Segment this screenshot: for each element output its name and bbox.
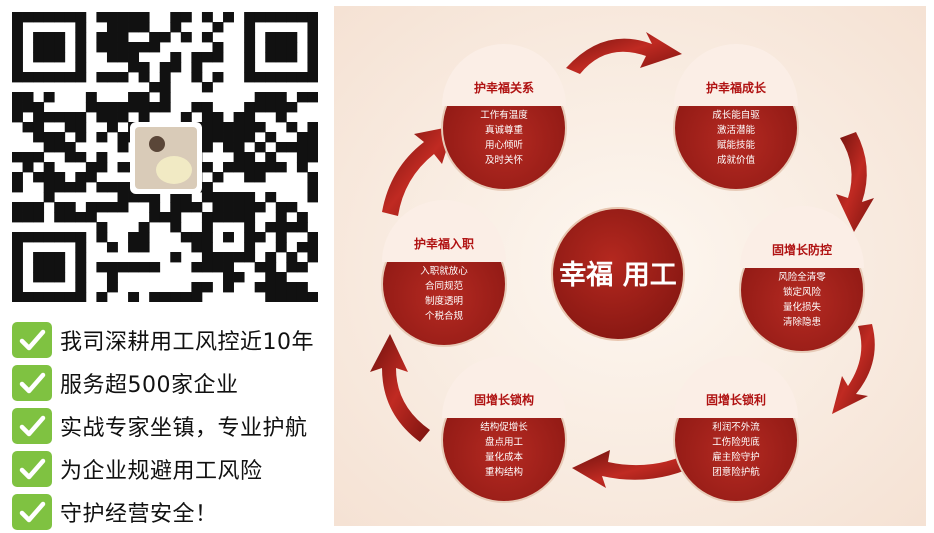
- checklist-text: 守护经营安全！: [60, 501, 218, 527]
- node-line: 雇主险守护: [712, 451, 760, 463]
- node-line: 真诚尊重: [485, 124, 524, 136]
- checklist-text: 实战专家坐镇，专业护航: [60, 415, 308, 441]
- checklist-item: 为企业规避用工风险: [12, 447, 330, 490]
- happy-employment-cycle-diagram: 幸福 用工 护幸福关系 工作有温度 真诚尊重 用心倾听 及时关怀 护幸福成长 成…: [334, 6, 926, 526]
- node-title: 护幸福入职: [414, 236, 474, 251]
- checklist-text: 我司深耕用工风控近10年: [60, 329, 314, 355]
- node-title: 护幸福关系: [474, 80, 534, 95]
- check-icon: [12, 493, 52, 530]
- check-icon: [12, 450, 52, 487]
- center-node: 幸福 用工: [551, 207, 685, 341]
- checklist-text: 为企业规避用工风险: [60, 458, 263, 484]
- node-line: 盘点用工: [485, 436, 524, 448]
- center-title: 幸福 用工: [559, 260, 676, 291]
- node-hu-xingfu-chengzhang: 护幸福成长 成长能自驱 激活潜能 赋能技能 成就价值: [673, 44, 799, 191]
- arrow-icon: [370, 334, 430, 442]
- node-line: 重构结构: [485, 466, 523, 478]
- node-title: 固增长锁构: [474, 392, 534, 407]
- node-title: 护幸福成长: [706, 80, 767, 95]
- cycle-arrows: [370, 32, 875, 488]
- node-line: 合同规范: [425, 280, 464, 292]
- checklist-item: 实战专家坐镇，专业护航: [12, 404, 330, 447]
- node-line: 入职就放心: [420, 265, 468, 277]
- check-icon: [12, 321, 52, 358]
- node-line: 制度透明: [425, 295, 463, 307]
- node-line: 用心倾听: [485, 139, 524, 151]
- checklist-item: 守护经营安全！: [12, 490, 330, 533]
- feature-checklist: 我司深耕用工风控近10年 服务超500家企业 实战专家坐镇，专业护航 为企业规避…: [12, 318, 330, 533]
- check-icon: [12, 407, 52, 444]
- arrow-icon: [836, 132, 874, 232]
- node-line: 量化成本: [485, 451, 524, 463]
- node-line: 锁定风险: [783, 286, 822, 298]
- node-line: 利润不外流: [712, 421, 760, 433]
- node-line: 结构促增长: [480, 421, 528, 433]
- arrow-icon: [832, 324, 875, 414]
- node-line: 成长能自驱: [712, 109, 760, 121]
- node-gu-zengzhang-suoli: 固增长锁利 利润不外流 工伤险兜底 雇主险守护 团意险护航: [673, 356, 799, 503]
- checklist-item: 我司深耕用工风控近10年: [12, 318, 330, 361]
- node-line: 风险全清零: [778, 271, 826, 283]
- checklist-text: 服务超500家企业: [60, 372, 239, 398]
- arrow-icon: [566, 32, 682, 74]
- node-title: 固增长锁利: [706, 392, 766, 407]
- check-icon: [12, 364, 52, 401]
- node-gu-zengzhang-suogou: 固增长锁构 结构促增长 盘点用工 量化成本 重构结构: [441, 356, 567, 503]
- node-title: 固增长防控: [772, 242, 832, 257]
- node-line: 成就价值: [717, 154, 756, 166]
- node-line: 激活潜能: [717, 124, 756, 136]
- arrow-icon: [382, 126, 454, 216]
- node-line: 个税合规: [425, 310, 464, 322]
- node-line: 工伤险兜底: [712, 436, 760, 448]
- node-line: 清除隐患: [783, 316, 821, 328]
- arrow-icon: [572, 450, 704, 488]
- checklist-item: 服务超500家企业: [12, 361, 330, 404]
- qr-code: [12, 12, 318, 302]
- node-hu-xingfu-guanxi: 护幸福关系 工作有温度 真诚尊重 用心倾听 及时关怀: [441, 44, 567, 191]
- node-hu-xingfu-ruzhi: 护幸福入职 入职就放心 合同规范 制度透明 个税合规: [381, 200, 507, 347]
- node-line: 量化损失: [783, 301, 822, 313]
- node-line: 工作有温度: [480, 109, 528, 121]
- node-gu-zengzhang-fangkong: 固增长防控 风险全清零 锁定风险 量化损失 清除隐患: [739, 206, 865, 353]
- node-line: 及时关怀: [485, 154, 524, 166]
- node-line: 团意险护航: [712, 466, 760, 478]
- node-line: 赋能技能: [717, 139, 756, 151]
